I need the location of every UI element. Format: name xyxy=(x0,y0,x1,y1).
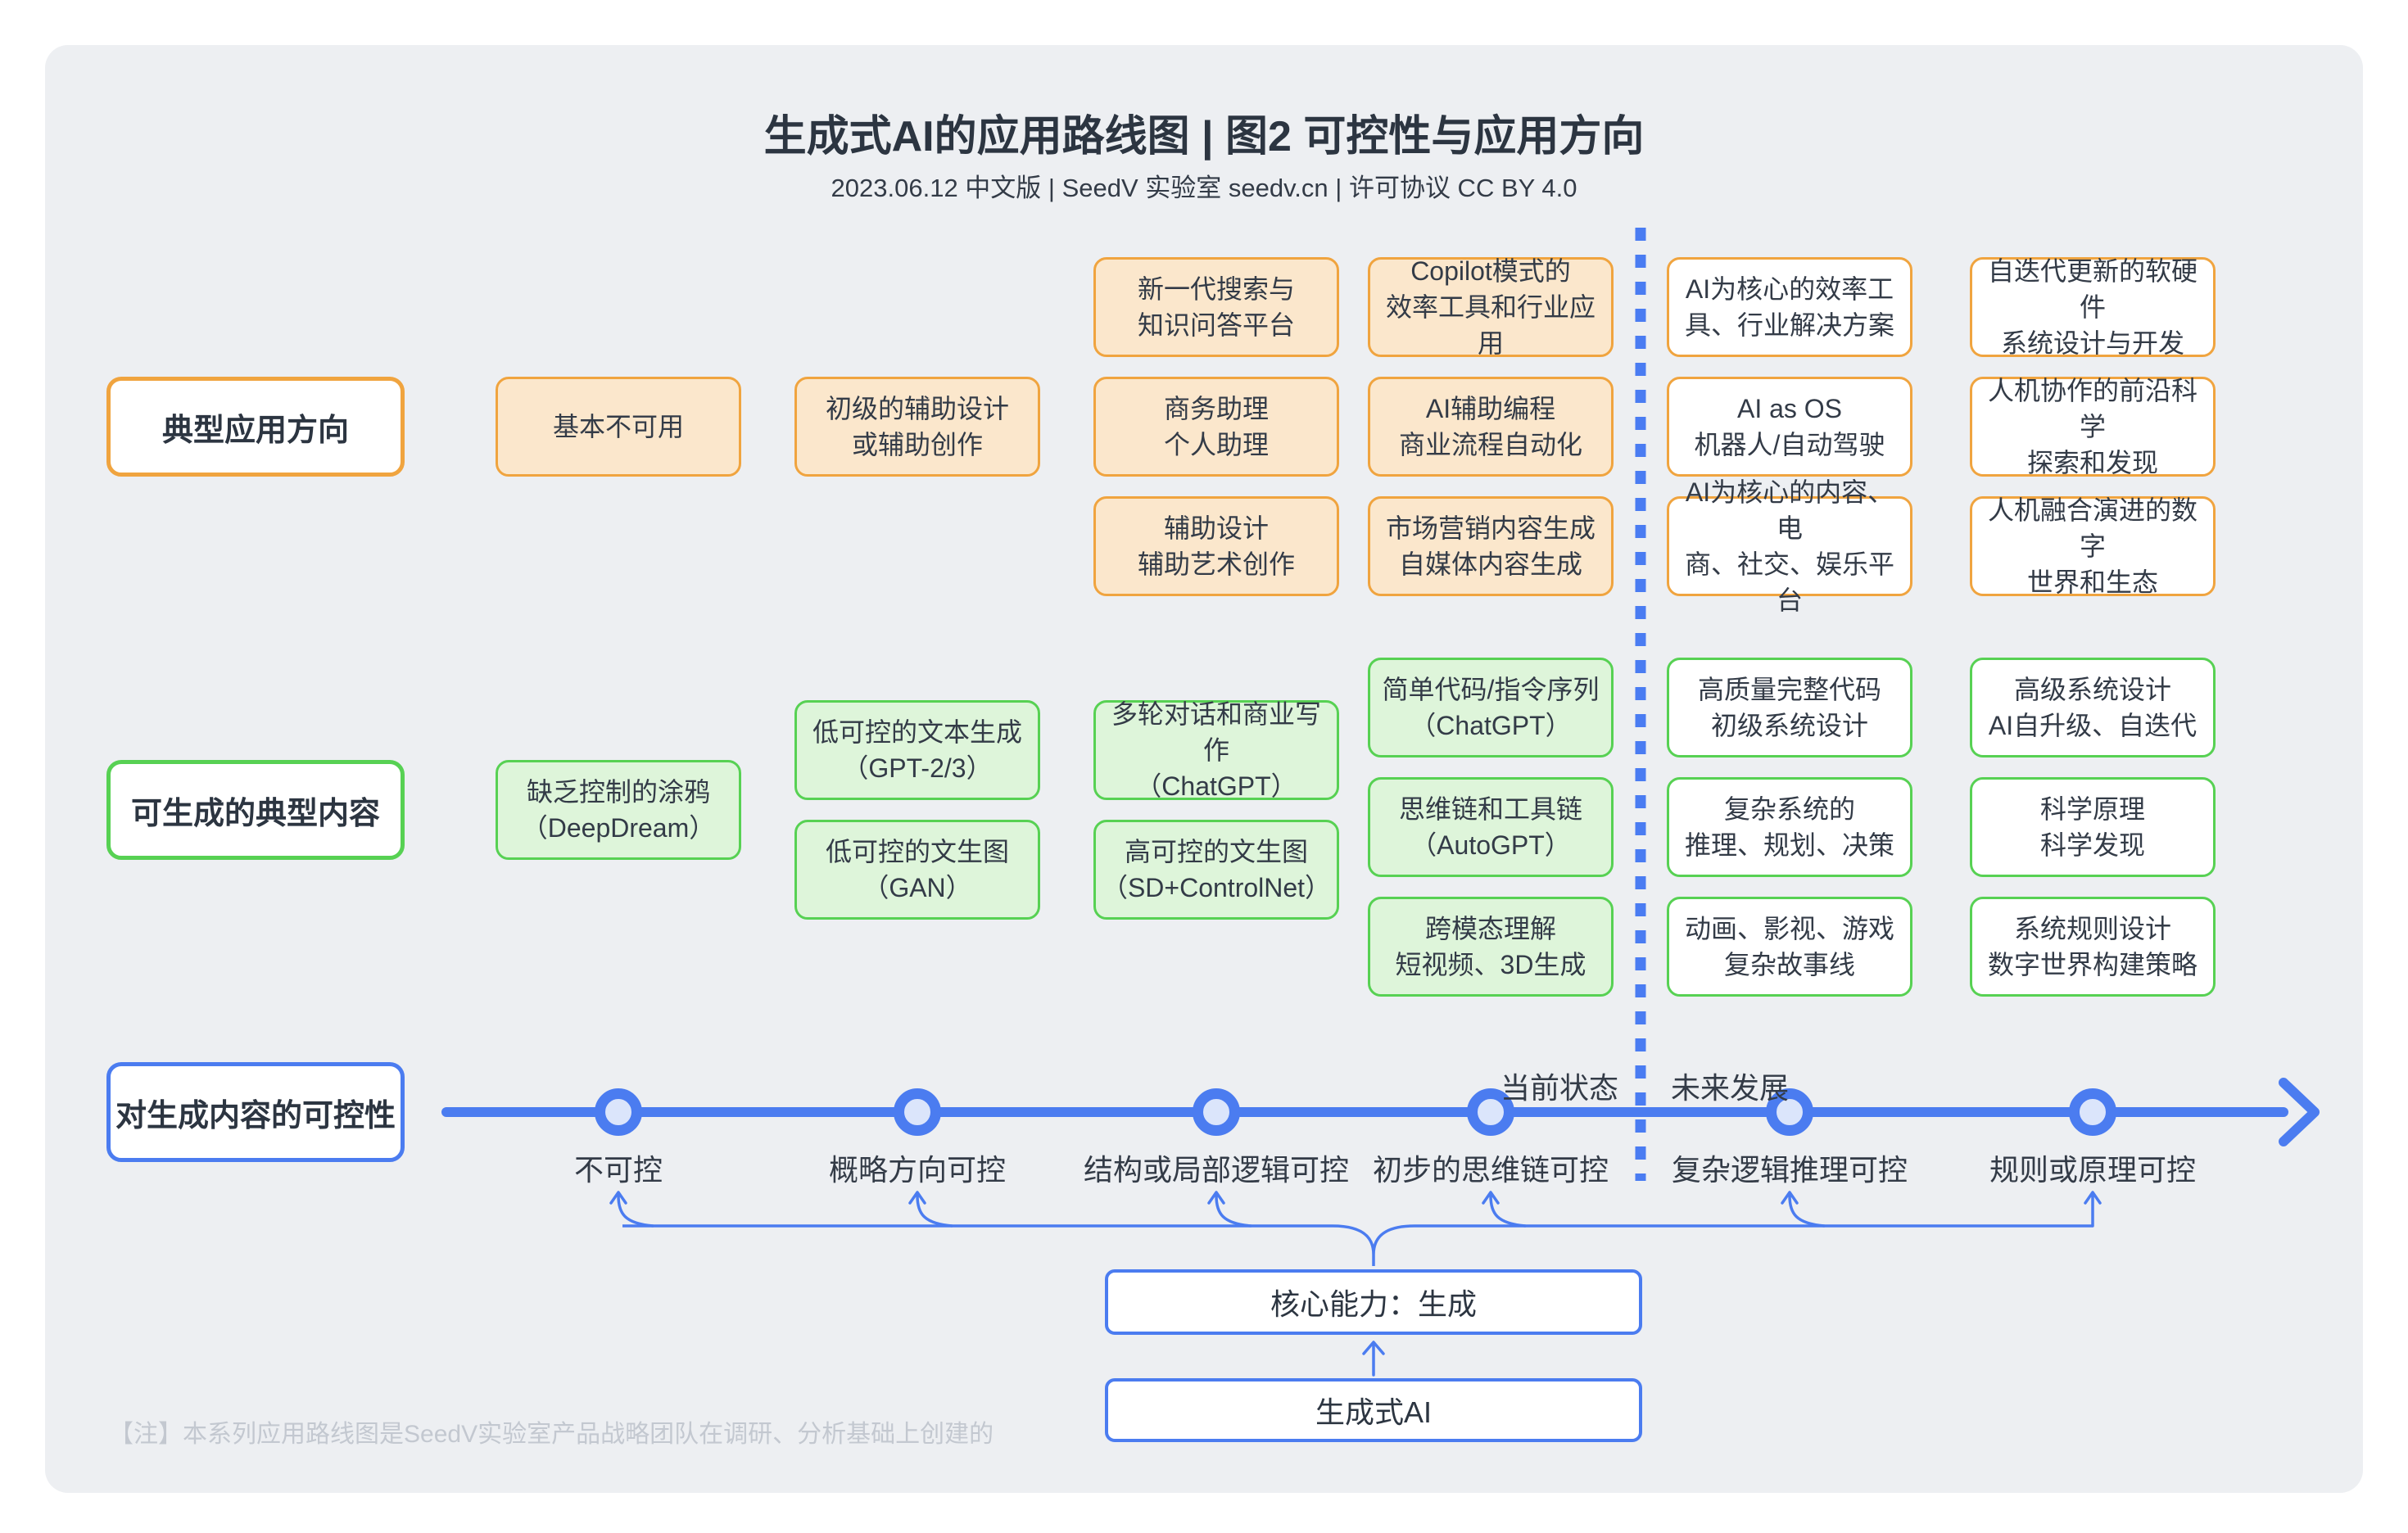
axis-label-4: 初步的思维链可控 xyxy=(1372,1153,1609,1187)
content-box-c1: 缺乏控制的涂鸦 （DeepDream） xyxy=(496,760,741,860)
timeline-node xyxy=(894,1088,941,1136)
application-box-c6-r1: 自迭代更新的软硬件 系统设计与开发 xyxy=(1970,256,2216,358)
footnote: 【注】本系列应用路线图是SeedV实验室产品战略团队在调研、分析基础上创建的 xyxy=(109,1421,994,1448)
page-title: 生成式AI的应用路线图 | 图2 可控性与应用方向 xyxy=(763,113,1645,161)
row-label-content: 可生成的典型内容 xyxy=(106,760,405,860)
axis-label-6: 规则或原理可控 xyxy=(1989,1153,2196,1187)
axis-label-5: 复杂逻辑推理可控 xyxy=(1671,1153,1908,1187)
content-box-c2-r1: 低可控的文本生成 （GPT-2/3） xyxy=(794,700,1040,800)
axis-label-1: 不可控 xyxy=(573,1153,663,1187)
content-box-c6-r3: 系统规则设计 数字世界构建策略 xyxy=(1970,897,2216,997)
content-box-c6-r2: 科学原理 科学发现 xyxy=(1970,777,2216,877)
label-pointer-arrow xyxy=(2084,1191,2102,1228)
timeline-node xyxy=(1193,1088,1240,1136)
timeline-node xyxy=(2069,1088,2116,1136)
generative-ai-box: 生成式AI xyxy=(1105,1378,1642,1442)
timeline-node xyxy=(1467,1088,1514,1136)
content-box-c5-r3: 动画、影视、游戏 复杂故事线 xyxy=(1667,897,1912,997)
timeline-node xyxy=(1766,1088,1813,1136)
content-box-c5-r2: 复杂系统的 推理、规划、决策 xyxy=(1667,777,1912,877)
content-box-c4-r3: 跨模态理解 短视频、3D生成 xyxy=(1368,897,1614,997)
label-pointer-arrow xyxy=(1207,1191,1252,1228)
timeline-node xyxy=(595,1088,642,1136)
application-box-c4-r3: 市场营销内容生成 自媒体内容生成 xyxy=(1368,496,1614,596)
row-label-controllability: 对生成内容的可控性 xyxy=(106,1062,405,1162)
content-box-c4-r2: 思维链和工具链 （AutoGPT） xyxy=(1368,777,1614,877)
row-label-applications: 典型应用方向 xyxy=(106,377,405,477)
application-box-c3-r2: 商务助理 个人助理 xyxy=(1093,377,1339,477)
application-box-c3-r1: 新一代搜索与 知识问答平台 xyxy=(1093,257,1339,357)
timeline-arrowhead-icon xyxy=(2279,1078,2320,1146)
core-connector-arrow xyxy=(1362,1341,1385,1377)
application-box-c1: 基本不可用 xyxy=(496,377,741,477)
label-pointer-arrows xyxy=(609,1191,2102,1228)
label-pointer-arrow xyxy=(908,1191,953,1228)
label-pointer-arrow xyxy=(1781,1191,1826,1228)
application-box-c4-r1: Copilot模式的 效率工具和行业应用 xyxy=(1368,256,1614,358)
brace-connector xyxy=(622,1224,2093,1266)
content-box-c6-r1: 高级系统设计 AI自升级、自迭代 xyxy=(1970,658,2216,757)
content-box-c4-r1: 简单代码/指令序列 （ChatGPT） xyxy=(1368,658,1614,757)
axis-label-3: 结构或局部逻辑可控 xyxy=(1083,1153,1349,1187)
application-box-c5-r1: AI为核心的效率工 具、行业解决方案 xyxy=(1667,257,1912,357)
content-box-c3-r2: 高可控的文生图 （SD+ControlNet） xyxy=(1093,820,1339,920)
application-box-c6-r3: 人机融合演进的数字 世界和生态 xyxy=(1970,495,2216,597)
era-label-current: 当前状态 xyxy=(1500,1071,1618,1105)
page-subtitle: 2023.06.12 中文版 | SeedV 实验室 seedv.cn | 许可… xyxy=(831,174,1577,202)
axis-label-2: 概略方向可控 xyxy=(828,1153,1006,1187)
application-box-c4-r2: AI辅助编程 商业流程自动化 xyxy=(1368,377,1614,477)
label-pointer-arrow xyxy=(609,1191,654,1228)
content-box-c5-r1: 高质量完整代码 初级系统设计 xyxy=(1667,658,1912,757)
application-box-c2: 初级的辅助设计 或辅助创作 xyxy=(794,377,1040,477)
application-box-c3-r3: 辅助设计 辅助艺术创作 xyxy=(1093,496,1339,596)
content-box-c3-r1: 多轮对话和商业写作 （ChatGPT） xyxy=(1093,699,1339,801)
label-pointer-arrow xyxy=(1482,1191,1527,1228)
application-box-c6-r2: 人机协作的前沿科学 探索和发现 xyxy=(1970,376,2216,477)
era-label-future: 未来发展 xyxy=(1671,1071,1790,1105)
application-box-c5-r3: AI为核心的内容、电 商、社交、娱乐平台 xyxy=(1667,477,1912,615)
application-box-c5-r2: AI as OS 机器人/自动驾驶 xyxy=(1667,377,1912,477)
content-box-c2-r2: 低可控的文生图 （GAN） xyxy=(794,820,1040,920)
core-capability-box: 核心能力：生成 xyxy=(1105,1269,1642,1335)
